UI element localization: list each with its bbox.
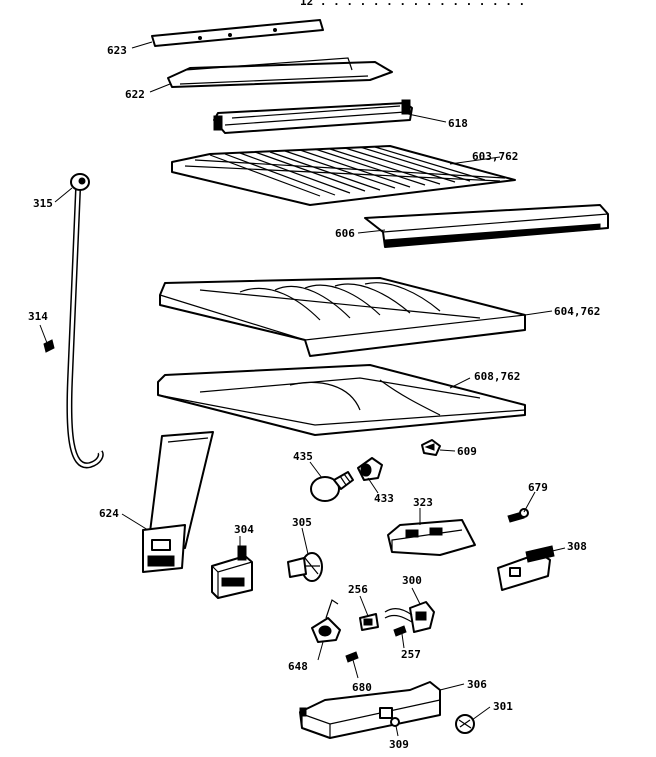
label-315: 315 [33, 197, 53, 210]
part-679-screw [507, 508, 529, 523]
part-315-drain-tube [66, 173, 104, 469]
label-623: 623 [107, 44, 127, 57]
label-606: 606 [335, 227, 355, 240]
part-labels: 623 622 618 603,762 315 606 604,762 314 … [28, 44, 600, 751]
label-256: 256 [348, 583, 368, 596]
label-305: 305 [292, 516, 312, 529]
part-618-bracket [213, 99, 413, 134]
label-301: 301 [493, 700, 513, 713]
label-314: 314 [28, 310, 48, 323]
part-608-drip-tray [157, 364, 526, 436]
label-435: 435 [293, 450, 313, 463]
part-304-timer [211, 545, 253, 599]
label-603-762: 603,762 [472, 150, 518, 163]
leader-lines [39, 41, 566, 737]
label-679: 679 [528, 481, 548, 494]
part-604-crisper-tray [159, 277, 526, 357]
label-300: 300 [402, 574, 422, 587]
label-648: 648 [288, 660, 308, 673]
label-618: 618 [448, 117, 468, 130]
part-314-clip [43, 339, 55, 353]
label-257: 257 [401, 648, 421, 661]
part-680-screw [345, 651, 359, 663]
label-624: 624 [99, 507, 119, 520]
part-435-light-bulb [310, 471, 354, 502]
label-680: 680 [352, 681, 372, 694]
label-309: 309 [389, 738, 409, 751]
part-301-knob [455, 714, 475, 734]
part-305-thermostat [287, 552, 323, 582]
label-609: 609 [457, 445, 477, 458]
part-648-damper [311, 599, 341, 643]
part-323-defrost-board [387, 519, 476, 556]
part-609-clip [421, 439, 441, 456]
part-433-lamp-socket [357, 457, 383, 481]
label-622: 622 [125, 88, 145, 101]
label-604-762: 604,762 [554, 305, 600, 318]
part-622-cover [167, 57, 393, 88]
part-256-switch [359, 613, 379, 631]
label-304: 304 [234, 523, 254, 536]
header-text: 12 . . . . . . . . . . . . . . . . [300, 0, 525, 8]
label-308: 308 [567, 540, 587, 553]
label-608-762: 608,762 [474, 370, 520, 383]
part-603-wire-shelf [171, 145, 516, 206]
label-306: 306 [467, 678, 487, 691]
label-323: 323 [413, 496, 433, 509]
part-606-crisper-cover [364, 204, 609, 248]
part-624-control-panel [142, 431, 214, 573]
part-308-relay-bracket [497, 545, 555, 591]
part-300-motor [384, 601, 435, 633]
label-433: 433 [374, 492, 394, 505]
part-257-screw [393, 625, 407, 637]
part-623-trim-strip [151, 19, 324, 47]
